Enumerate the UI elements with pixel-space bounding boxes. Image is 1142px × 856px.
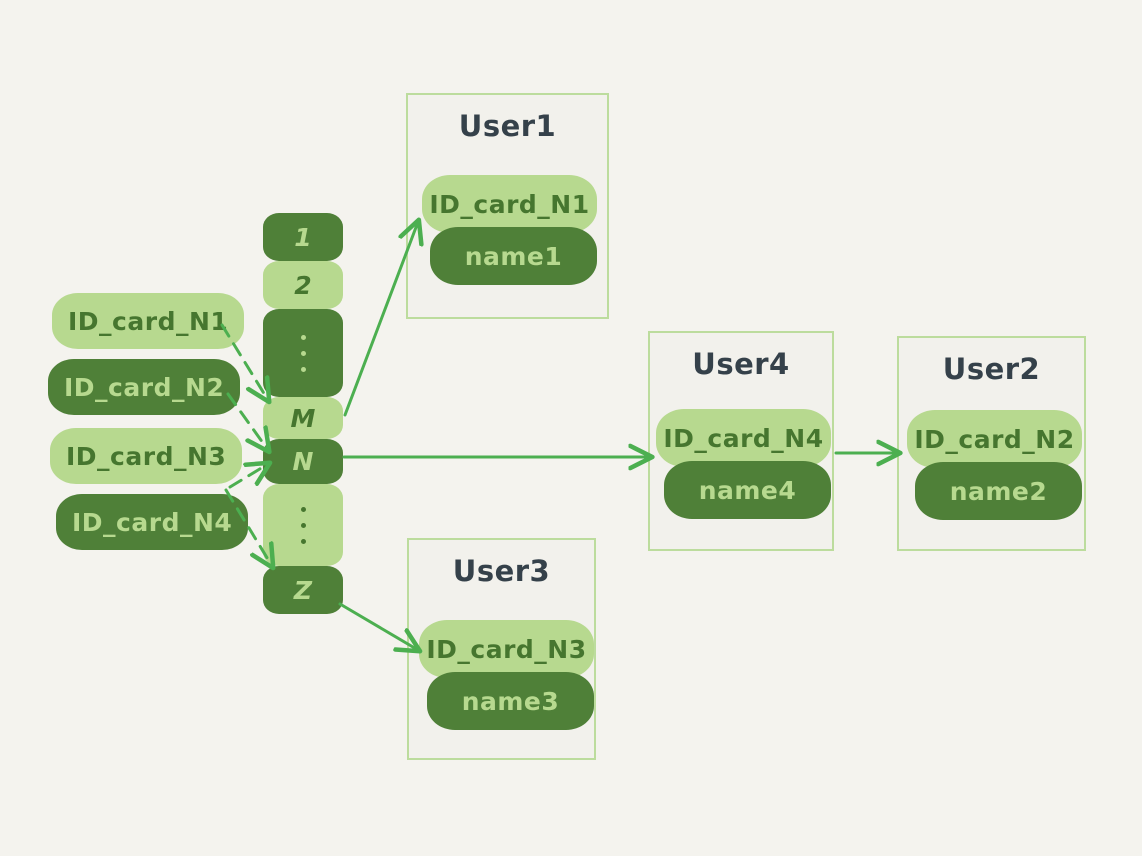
user-card-name-label: name2: [949, 476, 1048, 506]
bucket-cell-ellipsis-lower[interactable]: [263, 484, 343, 566]
user-card-name-field: name1: [430, 227, 597, 285]
user-card-id-label: ID_card_N3: [426, 634, 587, 664]
user-card-name-field: name2: [915, 462, 1082, 520]
user-card-title: User4: [692, 347, 790, 381]
user-card-id-label: ID_card_N2: [914, 424, 1075, 454]
id-card-pill-label: ID_card_N1: [68, 306, 229, 336]
bucket-cell-1[interactable]: 1: [263, 213, 343, 261]
user-card-user1[interactable]: User1 ID_card_N1 name1: [406, 93, 609, 319]
user-card-id-label: ID_card_N1: [429, 189, 590, 219]
user-card-id-field: ID_card_N3: [419, 620, 594, 678]
bucket-cell-label: Z: [293, 575, 313, 605]
user-card-id-field: ID_card_N2: [907, 410, 1082, 468]
user-card-title: User3: [452, 554, 551, 588]
user-card-name-field: name4: [664, 461, 831, 519]
id-card-pill-n4[interactable]: ID_card_N4: [56, 494, 248, 550]
bucket-cell-label: 1: [294, 222, 312, 252]
bucket-cell-n[interactable]: N: [263, 439, 343, 484]
vertical-ellipsis-icon: [300, 506, 306, 544]
id-card-pill-n3[interactable]: ID_card_N3: [50, 428, 242, 484]
user-card-user4[interactable]: User4 ID_card_N4 name4: [648, 331, 834, 551]
id-card-pill-label: ID_card_N3: [66, 441, 227, 471]
id-card-pill-label: ID_card_N4: [72, 507, 233, 537]
bucket-cell-2[interactable]: 2: [263, 261, 343, 309]
user-card-id-field: ID_card_N4: [656, 409, 831, 467]
user-card-user3[interactable]: User3 ID_card_N3 name3: [407, 538, 596, 760]
id-card-pill-label: ID_card_N2: [64, 372, 225, 402]
bucket-cell-m[interactable]: M: [263, 397, 343, 439]
bucket-cell-z[interactable]: Z: [263, 566, 343, 614]
user-card-id-label: ID_card_N4: [663, 423, 824, 453]
id-card-pill-n2[interactable]: ID_card_N2: [48, 359, 240, 415]
user-card-name-field: name3: [427, 672, 594, 730]
id-card-pill-n1[interactable]: ID_card_N1: [52, 293, 244, 349]
bucket-cell-label: 2: [294, 270, 312, 300]
user-card-user2[interactable]: User2 ID_card_N2 name2: [897, 336, 1086, 551]
bucket-cell-label: M: [290, 403, 316, 433]
user-card-name-label: name3: [461, 686, 560, 716]
bucket-cell-ellipsis-upper[interactable]: [263, 309, 343, 397]
vertical-ellipsis-icon: [300, 334, 306, 372]
bucket-cell-label: N: [292, 447, 314, 476]
user-card-name-label: name1: [464, 241, 563, 271]
user-card-title: User2: [942, 352, 1041, 386]
user-card-name-label: name4: [698, 475, 797, 505]
user-card-id-field: ID_card_N1: [422, 175, 597, 233]
user-card-title: User1: [458, 109, 557, 143]
